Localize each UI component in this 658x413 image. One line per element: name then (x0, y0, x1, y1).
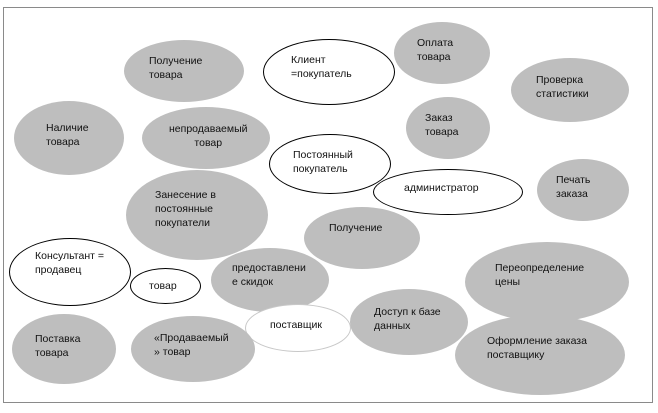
ellipse-postavshchik (245, 304, 351, 352)
ellipse-poluchenie-tovara (124, 40, 244, 102)
ellipse-konsultant-prodavec (9, 238, 131, 306)
ellipse-pechat-zakaza (537, 159, 629, 221)
ellipse-dostup-k-baze (350, 289, 468, 355)
label-postoyannyi-pokupatel: Постоянный покупатель (293, 149, 353, 175)
ellipse-klient-pokupatel (263, 39, 395, 105)
ellipse-oformlenie-zakaza (455, 315, 625, 395)
label-zanesenie: Занесение в постоянные покупатели (155, 189, 216, 229)
label-poluchenie: Получение (329, 222, 383, 234)
label-pereopredelenie-ceny: Переопределение цены (495, 262, 585, 288)
label-postavshchik: поставщик (270, 319, 322, 331)
label-zakaz-tovara: Заказ товара (425, 112, 459, 138)
label-proverka-statistiki: Проверка статистики (536, 74, 589, 100)
ellipse-zakaz-tovara (406, 97, 490, 159)
label-pechat-zakaza: Печать заказа (556, 174, 591, 200)
ellipse-nalichie-tovara (14, 101, 124, 175)
label-oplata-tovara: Оплата товара (417, 37, 454, 63)
ellipse-oplata-tovara (394, 22, 490, 84)
ellipse-proverka-statistiki (511, 58, 629, 122)
label-dostup-k-baze: Доступ к базе данных (374, 306, 441, 332)
ellipse-tovar (130, 268, 201, 304)
ellipse-pereopredelenie-ceny (465, 242, 629, 322)
ellipse-postavka-tovara (12, 314, 116, 384)
label-predostavlenie-skidok: предоставлени е скидок (232, 262, 306, 288)
label-prodavaemyi-tovar: «Продаваемый » товар (154, 332, 229, 358)
ellipse-prodavaemyi-tovar (131, 316, 255, 382)
label-oformlenie-zakaza: Оформление заказа поставщику (487, 335, 587, 361)
ellipse-administrator (373, 169, 523, 215)
ellipse-poluchenie (304, 207, 420, 269)
label-poluchenie-tovara: Получение товара (149, 55, 203, 81)
ellipse-zanesenie (126, 170, 268, 260)
label-klient-pokupatel: Клиент =покупатель (291, 54, 352, 80)
ellipse-predostavlenie-skidok (211, 248, 329, 312)
label-nalichie-tovara: Наличие товара (46, 122, 89, 148)
ellipse-postoyannyi-pokupatel (269, 134, 391, 194)
label-tovar: товар (149, 280, 177, 292)
label-neprodavaemyi-tovar: непродаваемый товар (169, 123, 248, 149)
ellipse-neprodavaemyi-tovar (142, 107, 270, 169)
label-administrator: администратор (404, 182, 479, 194)
label-postavka-tovara: Поставка товара (35, 333, 81, 359)
label-konsultant-prodavec: Консультант = продавец (35, 250, 104, 276)
diagram-canvas: Получение товара Клиент =покупатель Опла… (3, 7, 653, 403)
